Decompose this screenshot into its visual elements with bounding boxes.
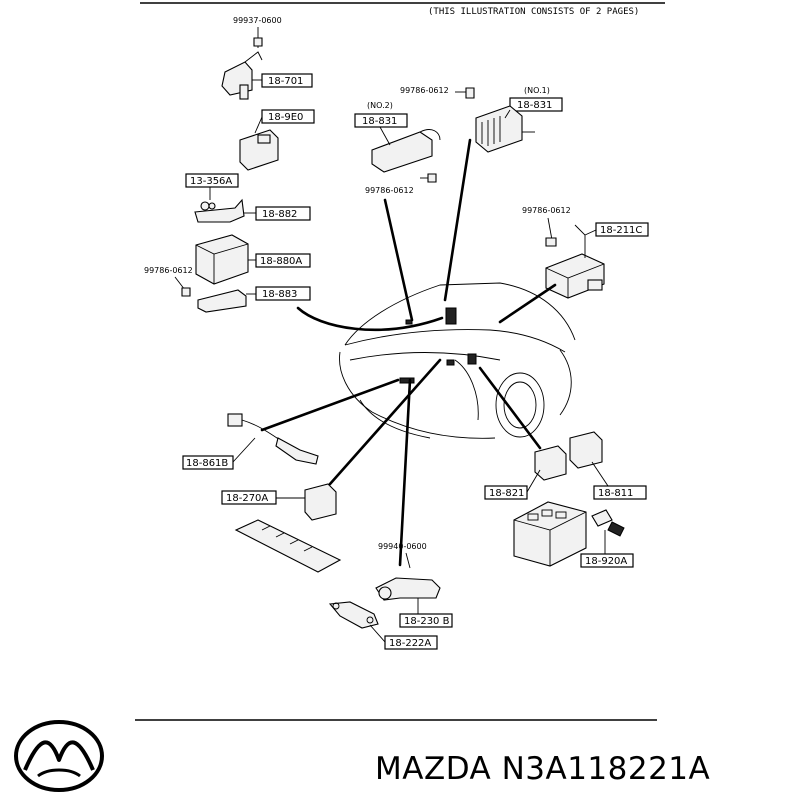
svg-text:18-701: 18-701 xyxy=(268,76,303,87)
svg-text:18-222A: 18-222A xyxy=(389,638,431,649)
callout-18-821 xyxy=(484,485,528,500)
part-18-883-bracket xyxy=(197,289,247,313)
part-18-230b-crank-sensor xyxy=(375,577,441,601)
callout-18-831-no2 xyxy=(354,113,408,128)
fastener-99786-0612-top: 99786-0612 xyxy=(400,86,449,95)
fastener-99940-0600: 99940-0600 xyxy=(378,542,427,551)
bolt-icon-left xyxy=(181,287,191,297)
part-18-811-relay xyxy=(569,431,603,469)
callout-18-811 xyxy=(593,485,647,500)
callout-18-9e0 xyxy=(261,109,315,124)
bolt-icon-top xyxy=(465,87,475,99)
leader-lines xyxy=(260,138,557,567)
callout-18-882 xyxy=(255,206,311,221)
part-18-831-no2-igniter xyxy=(371,129,441,173)
callout-18-861b xyxy=(182,455,234,470)
svg-text:18-920A: 18-920A xyxy=(585,556,627,567)
callout-18-222a xyxy=(384,635,438,650)
car-body xyxy=(339,282,576,439)
callout-18-230b xyxy=(399,613,453,628)
part-fuse-box xyxy=(513,501,587,567)
callout-18-270a xyxy=(221,490,277,505)
illustration-note: (THIS ILLUSTRATION CONSISTS OF 2 PAGES) xyxy=(428,7,639,17)
mazda-logo-icon xyxy=(14,720,104,792)
callout-18-920a xyxy=(580,553,634,568)
svg-text:18-882: 18-882 xyxy=(262,209,297,220)
fastener-99786-0612-left: 99786-0612 xyxy=(144,266,193,275)
part-18-270a-relay xyxy=(304,483,337,521)
part-18-222a-pulse-plate xyxy=(328,601,379,629)
part-18-880a-ecu xyxy=(195,234,249,285)
fastener-99937-0600: 99937-0600 xyxy=(233,16,282,25)
callout-18-883 xyxy=(255,286,311,301)
svg-text:18-270A: 18-270A xyxy=(226,493,268,504)
svg-text:18-211C: 18-211C xyxy=(600,225,642,236)
svg-text:18-831: 18-831 xyxy=(517,100,552,111)
svg-text:18-880A: 18-880A xyxy=(260,256,302,267)
svg-text:18-861B: 18-861B xyxy=(186,458,228,469)
part-18-920a-sensor xyxy=(591,509,625,537)
svg-text:13-356A: 13-356A xyxy=(190,176,232,187)
fastener-99786-0612-mid: 99786-0612 xyxy=(365,186,414,195)
part-number-label: MAZDA N3A118221A xyxy=(375,751,710,787)
part-18-861b-oxygen-sensor xyxy=(227,413,319,465)
callout-13-356a xyxy=(185,173,239,188)
variant-no1: (NO.1) xyxy=(524,86,550,95)
bolt-icon-mid xyxy=(427,173,437,183)
bolt-icon-right xyxy=(545,237,557,247)
part-18-882-bracket xyxy=(194,198,245,223)
relay-block-center xyxy=(445,307,457,325)
svg-text:18-821: 18-821 xyxy=(489,488,524,499)
variant-no2: (NO.2) xyxy=(367,101,393,110)
part-18-270a-fuse-strip xyxy=(234,519,342,573)
part-18-9e0-module xyxy=(239,129,279,171)
svg-text:18-230 B: 18-230 B xyxy=(404,616,450,627)
callout-18-831-no1 xyxy=(509,97,563,112)
callout-18-701 xyxy=(261,73,313,88)
part-18-821-relay xyxy=(534,445,567,481)
svg-text:18-811: 18-811 xyxy=(598,488,633,499)
svg-text:18-9E0: 18-9E0 xyxy=(268,112,303,123)
part-18-211c-control-unit xyxy=(545,224,605,299)
fastener-99786-0612-right: 99786-0612 xyxy=(522,206,571,215)
callout-18-880a xyxy=(255,253,311,268)
svg-text:18-831: 18-831 xyxy=(362,116,397,127)
part-18-831-no1-igniter xyxy=(475,105,535,153)
callout-18-211c xyxy=(595,222,649,237)
svg-text:18-883: 18-883 xyxy=(262,289,297,300)
bolt-icon xyxy=(253,37,263,47)
part-18-701-sensor xyxy=(221,51,263,100)
